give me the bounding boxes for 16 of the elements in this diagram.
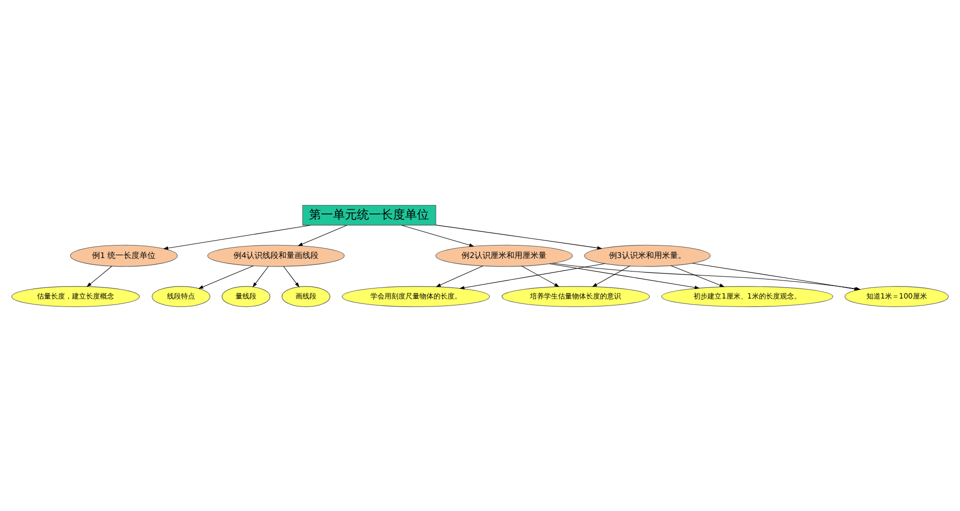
- arrow: [692, 262, 860, 290]
- arrow: [401, 224, 474, 246]
- arrow: [459, 262, 606, 289]
- node-box: 第一单元统一长度单位: [302, 204, 436, 225]
- arrow: [521, 265, 560, 286]
- arrow: [198, 265, 254, 288]
- arrow: [163, 224, 311, 250]
- arrow: [549, 262, 700, 289]
- arrow: [670, 264, 725, 287]
- arrow: [252, 266, 269, 287]
- arrow: [86, 265, 112, 286]
- arrow: [436, 265, 484, 287]
- arrow: [298, 224, 348, 246]
- arrow: [436, 224, 602, 250]
- arrow: [592, 265, 630, 286]
- arrow: [283, 266, 300, 287]
